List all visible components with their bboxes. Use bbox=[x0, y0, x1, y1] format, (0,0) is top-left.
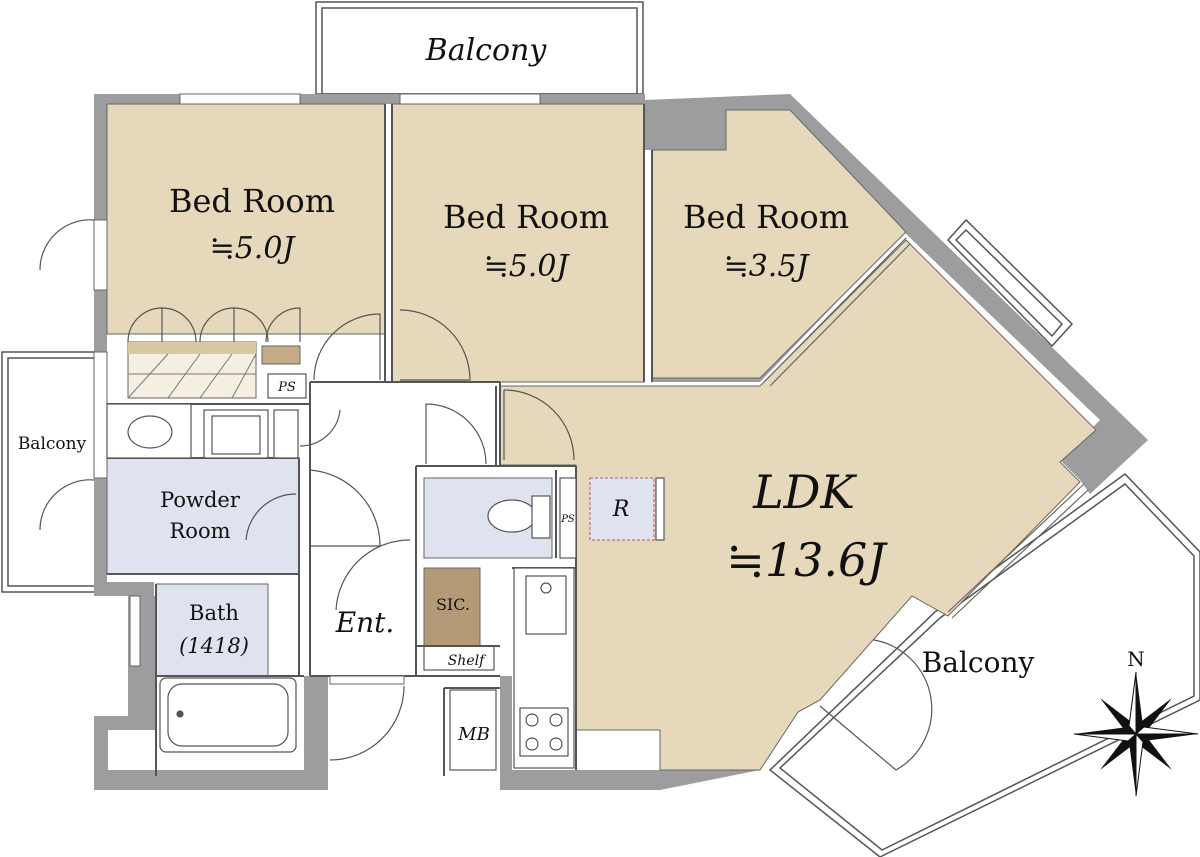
bath-label-1: Bath bbox=[189, 601, 239, 625]
bedroom-1-name: Bed Room bbox=[169, 182, 335, 220]
sic-floor bbox=[423, 567, 481, 647]
powder-room-label-1: Powder bbox=[160, 488, 241, 512]
windows bbox=[93, 93, 541, 685]
bedroom-2-size: ≒5.0J bbox=[484, 249, 571, 284]
closet-brown-block bbox=[261, 345, 301, 365]
closet-shelf-band bbox=[128, 342, 256, 354]
fridge-label: R bbox=[612, 497, 630, 522]
ps-label-2: PS bbox=[560, 514, 575, 525]
kitchen-sink bbox=[525, 575, 567, 635]
washing-machine-space bbox=[203, 409, 269, 459]
bedroom-3-name: Bed Room bbox=[683, 198, 849, 236]
compass-north-label: N bbox=[1127, 647, 1145, 671]
washbasin bbox=[127, 415, 173, 449]
shelf-label: Shelf bbox=[448, 653, 487, 669]
ldk-size: ≒13.6J bbox=[726, 533, 888, 587]
toilet-bowl bbox=[487, 499, 537, 533]
bedroom-1-floor bbox=[106, 103, 386, 335]
balcony-bottom-right-label: Balcony bbox=[922, 646, 1035, 679]
fridge-space bbox=[589, 477, 655, 541]
compass-rose-icon bbox=[1073, 671, 1199, 797]
bedroom-3-size: ≒3.5J bbox=[724, 249, 811, 284]
powder-room-floor bbox=[106, 457, 300, 575]
closet-hatching bbox=[127, 353, 257, 399]
balcony-left-label: Balcony bbox=[18, 434, 87, 454]
bedroom-3-floor bbox=[651, 109, 907, 379]
door-swings bbox=[39, 219, 933, 771]
sic-label: SIC. bbox=[436, 595, 470, 614]
fixtures bbox=[106, 373, 665, 771]
powder-room-label-2: Room bbox=[169, 519, 230, 543]
toilet-tank bbox=[531, 495, 551, 539]
ps-label-1: PS bbox=[277, 380, 296, 395]
ldk-diagonal-windows bbox=[763, 237, 1089, 619]
cooktop bbox=[519, 707, 569, 757]
bath-label-2: (1418) bbox=[179, 634, 249, 658]
balcony-left bbox=[1, 351, 97, 593]
bedroom-2-name: Bed Room bbox=[443, 198, 609, 236]
bath-room-floor bbox=[155, 583, 269, 677]
entrance-label: Ent. bbox=[335, 606, 395, 639]
balcony-bottom-right bbox=[768, 473, 1200, 857]
balcony-top-label: Balcony bbox=[425, 33, 548, 68]
ldk-name: LDK bbox=[752, 465, 857, 519]
bedroom-2-floor bbox=[391, 103, 645, 383]
bedroom-1-size: ≒5.0J bbox=[210, 231, 297, 266]
mb-label: MB bbox=[457, 724, 490, 745]
room-fills bbox=[106, 103, 1097, 771]
small-window-bay bbox=[946, 218, 1074, 348]
